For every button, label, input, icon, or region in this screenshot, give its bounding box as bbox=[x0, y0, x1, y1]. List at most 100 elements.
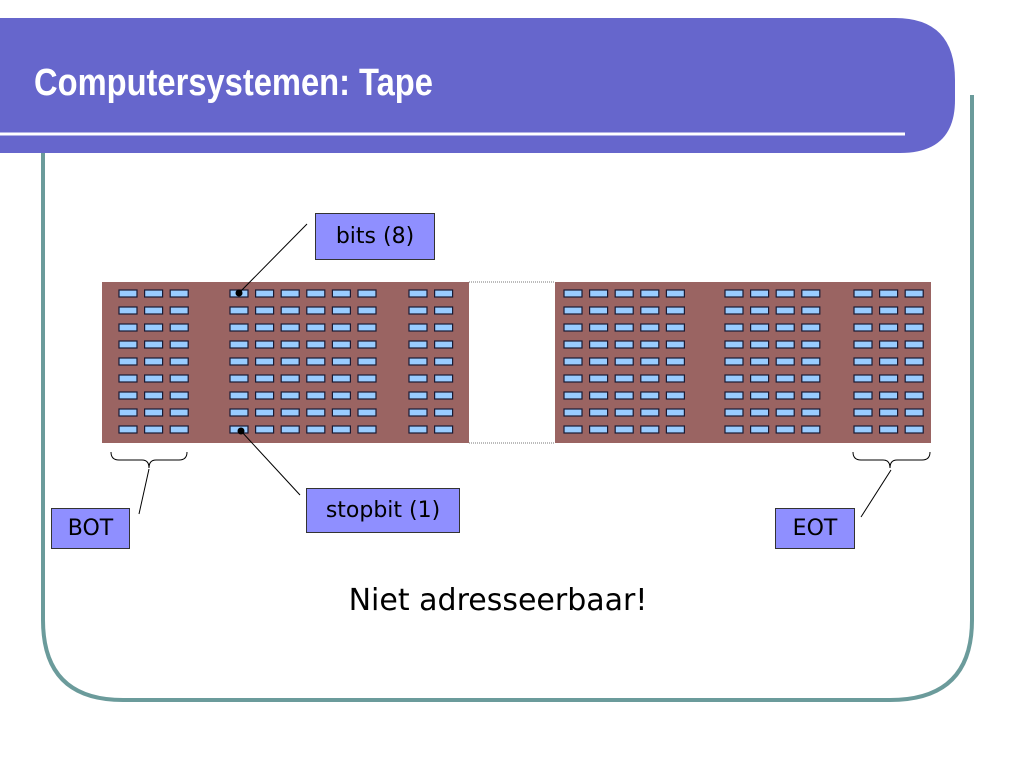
bit-cell bbox=[280, 408, 300, 417]
bit-cell bbox=[563, 340, 583, 349]
bit-cell bbox=[118, 323, 138, 332]
bit-cell bbox=[306, 408, 326, 417]
bit-cell bbox=[853, 289, 873, 298]
bit-cell bbox=[801, 425, 821, 434]
bit-cell bbox=[306, 425, 326, 434]
bit-cell bbox=[563, 391, 583, 400]
bit-cell bbox=[408, 391, 428, 400]
bit-cell bbox=[357, 323, 377, 332]
bit-cell bbox=[904, 391, 924, 400]
bit-cell bbox=[801, 323, 821, 332]
bit-cell bbox=[255, 374, 275, 383]
bit-cell bbox=[853, 357, 873, 366]
bit-cell bbox=[614, 391, 634, 400]
bit-cell bbox=[801, 340, 821, 349]
bit-cell bbox=[306, 289, 326, 298]
bit-cell bbox=[614, 425, 634, 434]
bits-label: bits (8) bbox=[315, 213, 435, 260]
bit-cell bbox=[665, 425, 686, 434]
bit-cell bbox=[724, 391, 744, 400]
bit-cell bbox=[144, 408, 164, 417]
bit-cell bbox=[775, 306, 795, 315]
bit-cell bbox=[904, 289, 924, 298]
bit-cell bbox=[280, 289, 300, 298]
bit-cell bbox=[904, 306, 924, 315]
bit-cell bbox=[306, 391, 326, 400]
title-bar bbox=[0, 18, 955, 153]
bit-cell bbox=[588, 323, 609, 332]
bit-cell bbox=[408, 306, 428, 315]
bit-cell bbox=[169, 340, 189, 349]
bit-cell bbox=[331, 391, 351, 400]
bit-cell bbox=[118, 408, 138, 417]
bit-cell bbox=[749, 374, 770, 383]
bit-cell bbox=[118, 306, 138, 315]
bit-cell bbox=[640, 357, 660, 366]
bit-grid bbox=[118, 289, 924, 434]
bit-cell bbox=[640, 408, 660, 417]
bit-cell bbox=[408, 323, 428, 332]
bit-cell bbox=[878, 374, 899, 383]
bit-cell bbox=[665, 391, 686, 400]
bit-cell bbox=[904, 357, 924, 366]
bit-cell bbox=[904, 323, 924, 332]
bit-cell bbox=[724, 340, 744, 349]
bit-cell bbox=[724, 357, 744, 366]
bit-cell bbox=[640, 374, 660, 383]
bit-cell bbox=[853, 408, 873, 417]
bit-cell bbox=[118, 374, 138, 383]
bit-cell bbox=[724, 306, 744, 315]
bit-cell bbox=[408, 357, 428, 366]
bit-cell bbox=[118, 425, 138, 434]
bit-cell bbox=[169, 357, 189, 366]
bot-label: BOT bbox=[51, 508, 130, 549]
bit-cell bbox=[665, 408, 686, 417]
bit-cell bbox=[878, 391, 899, 400]
bit-cell bbox=[255, 391, 275, 400]
bit-cell bbox=[775, 289, 795, 298]
bit-cell bbox=[169, 323, 189, 332]
bit-cell bbox=[588, 408, 609, 417]
bit-cell bbox=[255, 323, 275, 332]
bit-cell bbox=[357, 391, 377, 400]
bit-cell bbox=[434, 340, 454, 349]
bit-cell bbox=[588, 340, 609, 349]
bit-cell bbox=[229, 408, 249, 417]
bit-cell bbox=[588, 357, 609, 366]
bit-cell bbox=[331, 357, 351, 366]
bit-cell bbox=[408, 289, 428, 298]
bit-cell bbox=[563, 408, 583, 417]
bit-cell bbox=[280, 306, 300, 315]
bit-cell bbox=[640, 323, 660, 332]
bit-cell bbox=[878, 323, 899, 332]
stopbit-pointer-line bbox=[240, 430, 301, 496]
bit-cell bbox=[749, 289, 770, 298]
bit-cell bbox=[357, 374, 377, 383]
bit-cell bbox=[724, 374, 744, 383]
bit-cell bbox=[408, 340, 428, 349]
bit-cell bbox=[118, 391, 138, 400]
bit-cell bbox=[357, 306, 377, 315]
bit-cell bbox=[306, 306, 326, 315]
bit-cell bbox=[563, 374, 583, 383]
bit-cell bbox=[614, 306, 634, 315]
bit-cell bbox=[255, 408, 275, 417]
bit-cell bbox=[801, 391, 821, 400]
bit-cell bbox=[775, 425, 795, 434]
bit-cell bbox=[878, 408, 899, 417]
bit-cell bbox=[801, 306, 821, 315]
caption: Niet adresseerbaar! bbox=[348, 583, 648, 618]
bit-cell bbox=[614, 374, 634, 383]
bit-cell bbox=[255, 340, 275, 349]
bit-cell bbox=[853, 374, 873, 383]
bit-cell bbox=[563, 323, 583, 332]
bit-cell bbox=[640, 306, 660, 315]
bit-cell bbox=[331, 323, 351, 332]
bit-cell bbox=[331, 425, 351, 434]
bit-cell bbox=[640, 289, 660, 298]
bit-cell bbox=[169, 408, 189, 417]
stopbit-label: stopbit (1) bbox=[306, 488, 460, 533]
bit-cell bbox=[775, 408, 795, 417]
bit-cell bbox=[749, 408, 770, 417]
bit-cell bbox=[588, 425, 609, 434]
